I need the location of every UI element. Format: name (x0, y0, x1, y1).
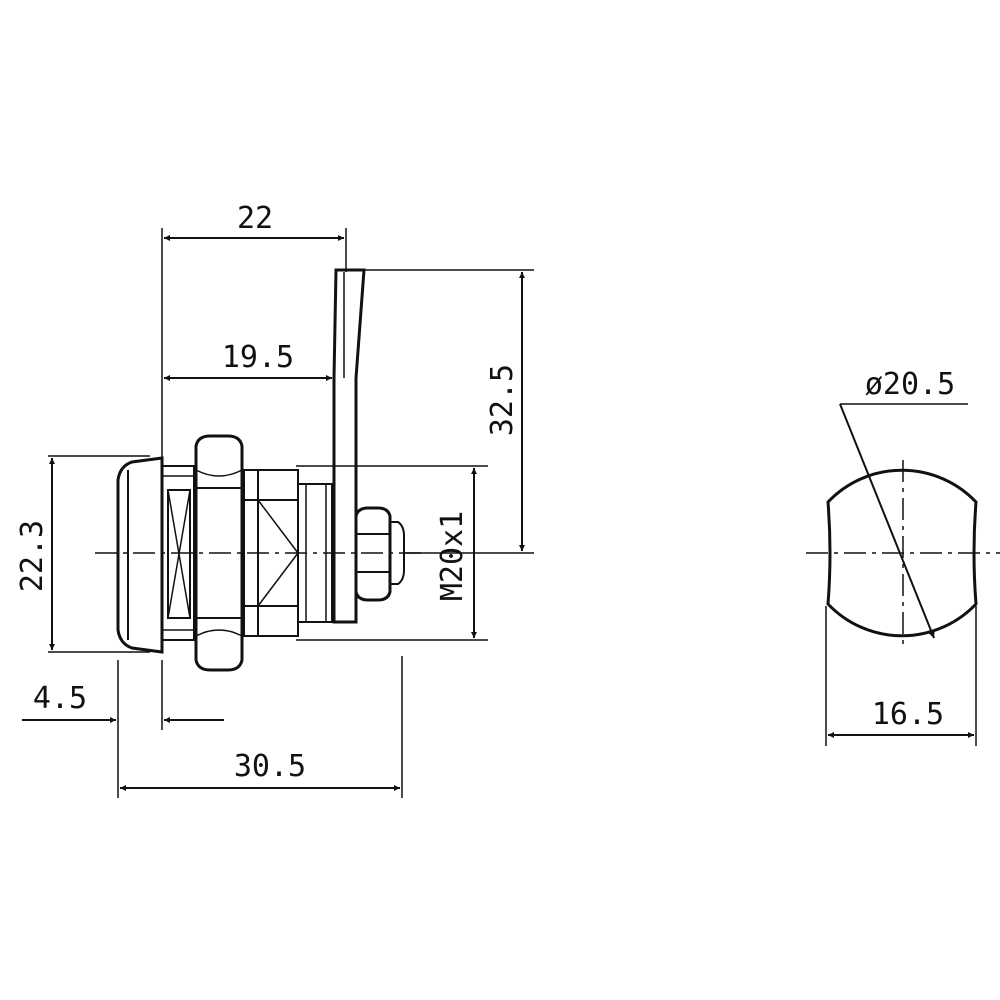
side-view (95, 268, 425, 672)
dim-text-16-5: 16.5 (872, 697, 944, 732)
large-hex-nut-chamfer-2 (195, 629, 243, 637)
dim-text-22-3: 22.3 (15, 520, 50, 592)
cam-lever (332, 268, 366, 624)
dim-text-m20x1: M20x1 (435, 511, 470, 601)
second-hex-nut-diag-2 (257, 552, 299, 607)
dim-text-30-5: 30.5 (234, 749, 306, 784)
dim-text-19-5: 19.5 (222, 340, 294, 375)
washer (167, 489, 191, 619)
threaded-spindle (297, 483, 333, 623)
dim-text-diameter-20-5: ø20.5 (865, 367, 955, 402)
front-view (806, 403, 1000, 650)
extension-lines (48, 228, 534, 798)
front-profile (826, 468, 978, 638)
dim-text-32-5: 32.5 (485, 364, 520, 436)
washer-cross-2 (167, 489, 191, 619)
dimension-lines (22, 235, 525, 791)
diameter-leader (839, 403, 935, 639)
second-hex-nut-diag-1 (257, 499, 299, 554)
large-hex-nut (194, 434, 244, 672)
screw-tip (389, 521, 405, 585)
dim-text-4-5: 4.5 (33, 681, 87, 716)
large-hex-nut-chamfer-1 (195, 469, 243, 477)
face-cap (116, 456, 164, 654)
body-shoulder (161, 465, 195, 641)
small-nut (354, 506, 392, 602)
dim-text-22: 22 (237, 201, 273, 236)
